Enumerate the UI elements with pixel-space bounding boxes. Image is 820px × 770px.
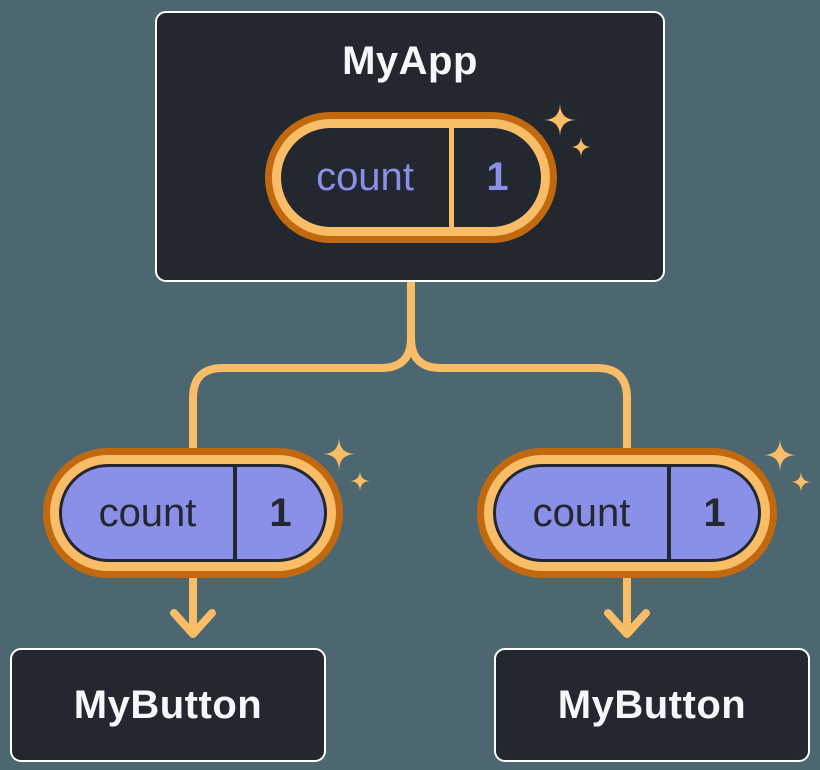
pill-ring: count 1 [484,455,770,571]
pill-body: count 1 [281,128,541,227]
state-pill-right: count 1 [477,448,777,578]
state-value: 1 [486,155,509,199]
node-title: MyButton [557,682,747,727]
arrowhead-down-icon [170,609,216,638]
pill-divider [449,128,454,227]
pill-ring: count 1 [272,119,550,236]
state-value: 1 [269,490,292,535]
state-pill-root: count 1 [265,112,557,243]
node-title: MyApp [342,39,478,83]
pill-body: count 1 [59,464,327,562]
sparkle-icon [322,437,371,492]
pill-divider [233,467,237,559]
state-value: 1 [703,490,726,535]
state-name: count [532,490,631,535]
state-name: count [316,155,414,199]
pill-body: count 1 [493,464,761,562]
connector-branch-right [407,334,631,632]
sparkle-icon [763,438,812,493]
node-mybutton-right: MyButton [494,648,810,762]
arrowhead-down-icon [604,609,650,638]
state-pill-left: count 1 [43,448,343,578]
node-title: MyButton [73,682,263,727]
pill-ring: count 1 [50,455,336,571]
sparkle-icon [543,103,592,158]
connector-branch-left [189,334,415,632]
state-name: count [98,490,197,535]
pill-divider [667,467,671,559]
node-mybutton-left: MyButton [10,648,326,762]
